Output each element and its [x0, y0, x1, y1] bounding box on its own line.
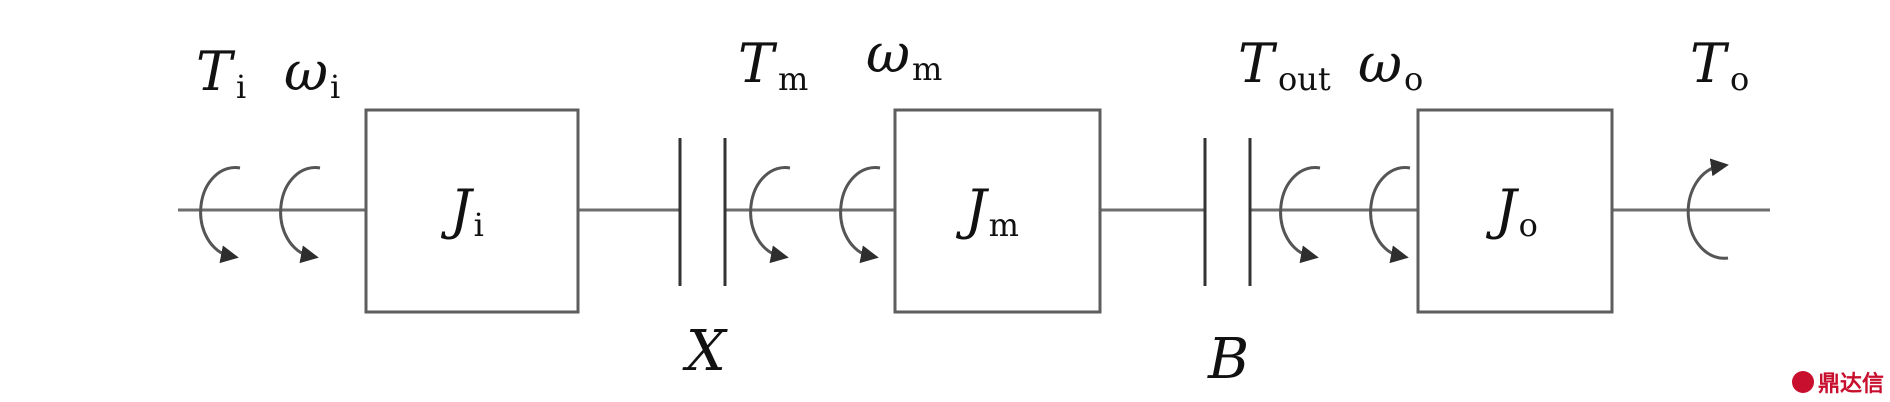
torque-arrow-ti [199, 166, 241, 264]
inertia-box-jm [893, 108, 1102, 314]
speed-arrow-wi [279, 166, 321, 264]
torque-arrow-to [1686, 158, 1729, 260]
label-clutch-x: X [682, 319, 728, 384]
label-brake-b: B [1207, 327, 1249, 392]
watermark: 鼎达信 [1791, 366, 1884, 398]
torque-arrow-tout [1279, 166, 1321, 264]
inertia-box-ji [364, 108, 580, 314]
watermark-logo-icon [1791, 371, 1814, 393]
label-wo: ωo [1358, 32, 1423, 98]
speed-arrow-wo [1369, 166, 1411, 264]
watermark-text: 鼎达信 [1817, 372, 1884, 397]
inertia-box-jo [1416, 108, 1614, 314]
speed-arrow-wm [839, 166, 881, 264]
torque-arrow-tm [749, 166, 791, 264]
label-wm: ωm [866, 22, 942, 88]
label-wi: ωi [284, 40, 340, 106]
